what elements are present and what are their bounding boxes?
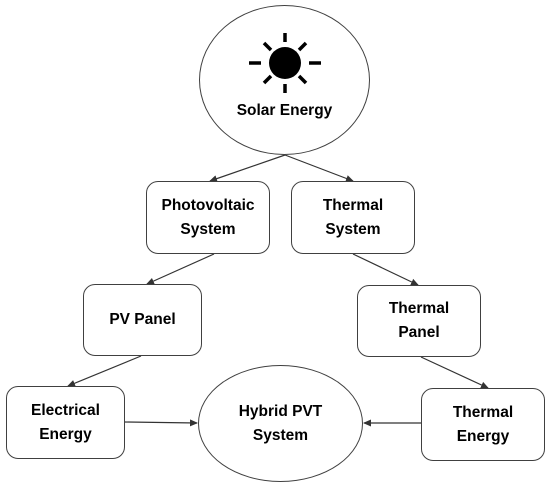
thermal-system-node: Thermal System [291,181,415,254]
thermal-energy-label-line1: Thermal [452,403,514,421]
thermal-energy-label-line2: Energy [456,427,510,445]
photovoltaic-system-label-line2: System [180,220,236,238]
arrow-solar-to-thermal-system [284,154,354,182]
arrow-pv-system-to-pv-panel [146,253,215,285]
thermal-panel-node: Thermal Panel [357,285,481,357]
thermal-energy-node: Thermal Energy [421,388,545,461]
pv-panel-node: PV Panel [83,284,202,356]
solar-energy-node: Solar Energy [199,5,370,155]
electrical-energy-label-line2: Energy [39,425,92,443]
photovoltaic-system-label-line1: Photovoltaic [161,196,255,214]
arrow-solar-to-pv-system [209,154,286,183]
thermal-panel-label-line1: Thermal [388,300,450,317]
hybrid-pvt-system-label-line2: System [252,426,309,444]
sun-icon [248,33,321,93]
arrow-thermal-system-to-thermal-panel [352,253,419,286]
arrow-thermal-panel-to-thermal-energy [420,356,489,389]
arrow-pv-panel-to-electrical-energy [67,355,142,387]
arrow-electrical-to-hybrid [124,419,198,427]
solar-energy-label: Solar Energy [236,102,333,119]
hybrid-pvt-system-node: Hybrid PVT System [198,365,363,482]
thermal-system-label-line2: System [325,220,381,238]
hybrid-pvt-system-label-line1: Hybrid PVT [238,402,323,420]
thermal-system-label-line1: Thermal [322,196,384,214]
photovoltaic-system-node: Photovoltaic System [146,181,270,254]
electrical-energy-node: Electrical Energy [6,386,125,459]
thermal-panel-label-line2: Panel [398,324,440,341]
electrical-energy-label-line1: Electrical [31,401,100,419]
pv-panel-label: PV Panel [109,311,176,328]
